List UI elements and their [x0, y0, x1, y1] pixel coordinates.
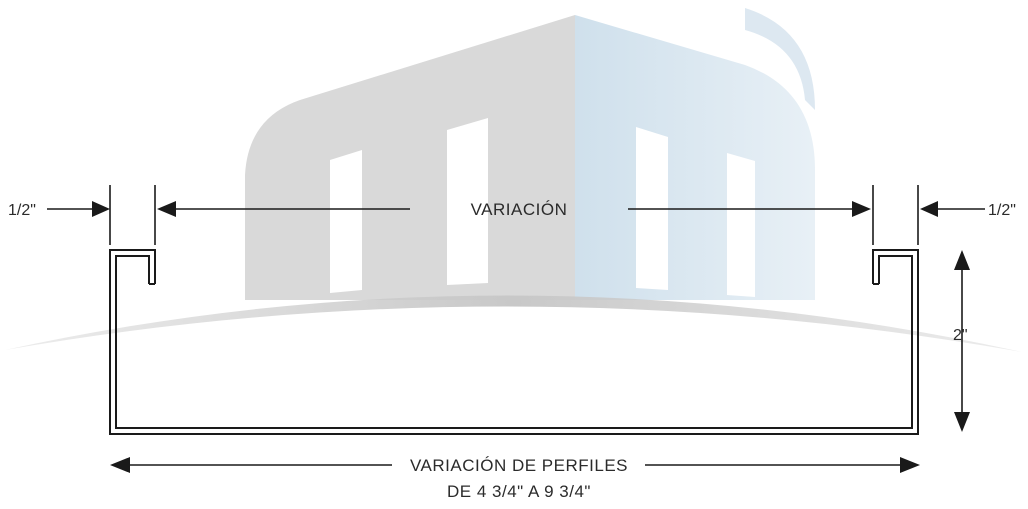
dimension-arrows [47, 201, 985, 473]
variation-label: VARIACIÓN [471, 200, 568, 219]
channel-profile [109, 249, 919, 435]
extension-lines [109, 185, 919, 245]
profile-range-label-line1: VARIACIÓN DE PERFILES [410, 456, 628, 475]
profile-range-label-line2: DE 4 3/4" A 9 3/4" [447, 482, 591, 501]
height-label: 2" [953, 327, 968, 344]
building-logo-watermark [5, 8, 1022, 352]
left-flange-label: 1/2" [8, 202, 36, 219]
right-flange-label: 1/2" [988, 202, 1016, 219]
